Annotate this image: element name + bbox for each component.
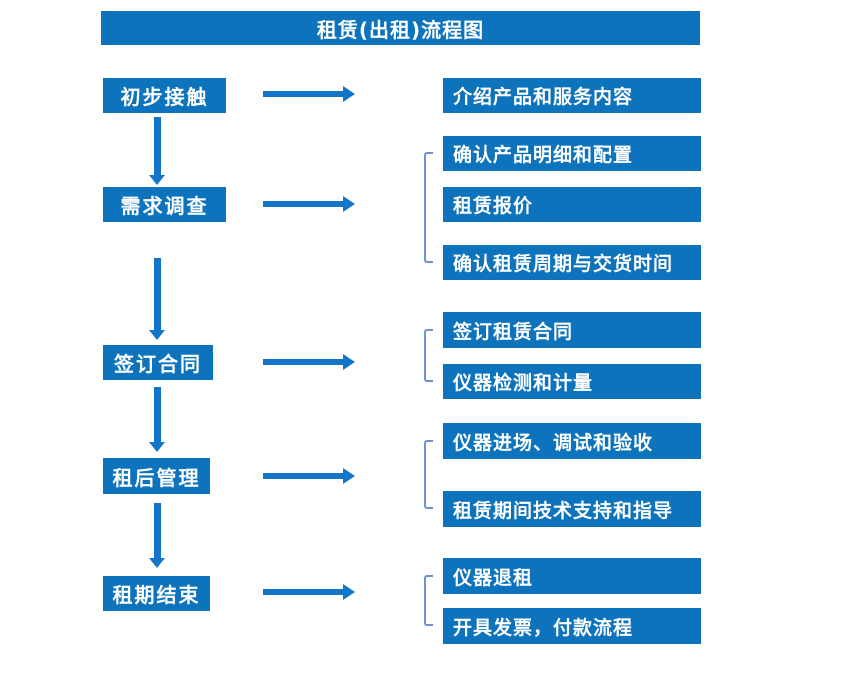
detail-box-confirm-product-spec: 确认产品明细和配置: [443, 136, 701, 171]
group-bracket-icon: [424, 440, 433, 509]
group-bracket-icon: [424, 152, 433, 263]
arrow-right-icon: [263, 86, 355, 102]
step-box-post-rental-mgmt: 租后管理: [103, 458, 210, 494]
detail-box-confirm-rental-period: 确认租赁周期与交货时间: [443, 245, 701, 280]
arrow-right-icon: [263, 196, 355, 212]
detail-box-tech-support: 租赁期间技术支持和指导: [443, 491, 701, 527]
step-box-sign-contract: 签订合同: [103, 345, 213, 380]
step-box-rental-end: 租期结束: [103, 576, 210, 611]
detail-box-invoice-payment: 开具发票，付款流程: [443, 608, 701, 644]
arrow-down-icon: [149, 117, 165, 185]
diagram-title: 租赁(出租)流程图: [101, 11, 700, 45]
arrow-right-icon: [263, 354, 355, 370]
step-box-demand-survey: 需求调查: [103, 187, 226, 222]
detail-box-instrument-return: 仪器退租: [443, 558, 701, 594]
group-bracket-icon: [424, 329, 433, 382]
detail-box-introduce-products: 介绍产品和服务内容: [443, 78, 701, 113]
group-bracket-icon: [424, 575, 433, 626]
arrow-down-icon: [149, 387, 165, 452]
detail-box-instrument-testing: 仪器检测和计量: [443, 364, 701, 399]
detail-box-instrument-entry: 仪器进场、调试和验收: [443, 423, 701, 459]
arrow-right-icon: [263, 584, 355, 600]
detail-box-rental-quotation: 租赁报价: [443, 187, 701, 222]
step-box-initial-contact: 初步接触: [103, 78, 226, 113]
arrow-down-icon: [149, 258, 165, 340]
detail-box-sign-rental-contract: 签订租赁合同: [443, 312, 701, 348]
arrow-down-icon: [149, 503, 165, 568]
arrow-right-icon: [263, 468, 355, 484]
